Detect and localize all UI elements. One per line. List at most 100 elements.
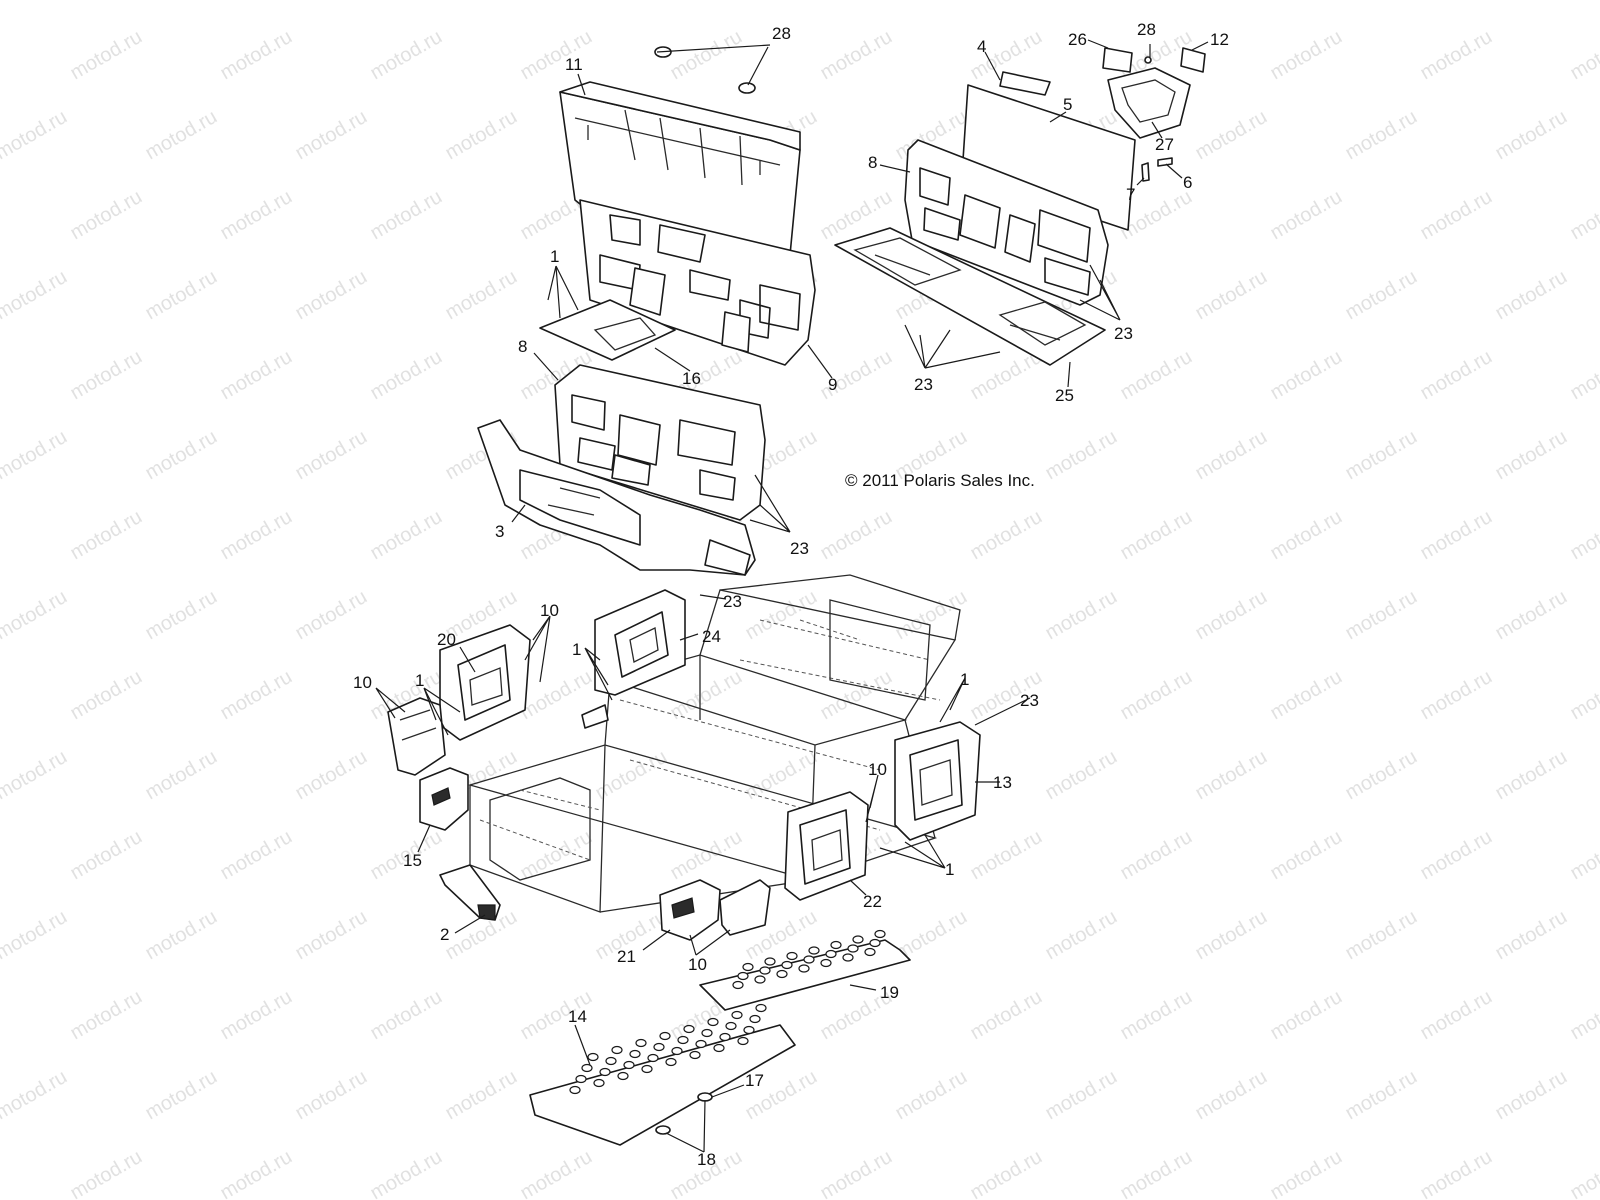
part-8-dash-lower (554, 364, 766, 521)
watermark-text: motod.ru (292, 906, 371, 965)
watermark-text: motod.ru (1267, 666, 1346, 725)
watermark-text: motod.ru (1567, 826, 1600, 885)
watermark-text: motod.ru (217, 826, 296, 885)
floor-hole (713, 1043, 725, 1053)
part-16-floor-plate (539, 299, 676, 361)
watermark-text: motod.ru (1267, 186, 1346, 245)
part-24-side-panel (581, 589, 686, 729)
watermark-text: motod.ru (1267, 26, 1346, 85)
watermark-text: motod.ru (1492, 426, 1571, 485)
watermark-text: motod.ru (817, 26, 896, 85)
callout-6: 6 (1183, 173, 1192, 192)
watermark-text: motod.ru (592, 0, 671, 4)
watermark-text: motod.ru (367, 986, 446, 1045)
callout-10: 10 (688, 955, 707, 974)
watermark-text: motod.ru (967, 1146, 1046, 1200)
callout-4: 4 (977, 37, 986, 56)
watermark-text: motod.ru (1192, 1066, 1271, 1125)
watermark-text: motod.ru (367, 26, 446, 85)
floor-hole (732, 980, 744, 990)
floor-hole (641, 1064, 653, 1074)
watermark-text: motod.ru (1192, 906, 1271, 965)
watermark-text: motod.ru (142, 426, 221, 485)
watermark-text: motod.ru (292, 746, 371, 805)
watermark-text: motod.ru (1042, 586, 1121, 645)
floor-hole (623, 1060, 635, 1070)
watermark-text: motod.ru (0, 266, 71, 325)
floor-hole (869, 938, 881, 948)
callout-8: 8 (868, 153, 877, 172)
watermark-text: motod.ru (1567, 186, 1600, 245)
watermark-text: motod.ru (217, 26, 296, 85)
floor-hole (737, 971, 749, 981)
floor-hole (665, 1057, 677, 1067)
callout-18: 18 (697, 1150, 716, 1169)
watermark-text: motod.ru (742, 0, 821, 4)
part-3-footwell-tub (477, 419, 756, 576)
part-19-floor-pan (699, 929, 911, 1011)
floor-hole (671, 1046, 683, 1056)
callout-23: 23 (914, 375, 933, 394)
watermark-text: motod.ru (1042, 1066, 1121, 1125)
floor-hole (754, 975, 766, 984)
watermark-text: motod.ru (1192, 586, 1271, 645)
watermark-text: motod.ru (667, 666, 746, 725)
watermark-text: motod.ru (67, 346, 146, 405)
watermark-text: motod.ru (1567, 26, 1600, 85)
watermark-text: motod.ru (1417, 506, 1496, 565)
floor-hole (581, 1063, 593, 1073)
watermark-text: motod.ru (367, 346, 446, 405)
floor-hole (569, 1085, 581, 1095)
watermark-text: motod.ru (442, 266, 521, 325)
watermark-text: motod.ru (142, 266, 221, 325)
part-21-bracket (659, 879, 771, 941)
watermark-text: motod.ru (1192, 106, 1271, 165)
watermark-text: motod.ru (142, 1066, 221, 1125)
watermark-text: motod.ru (292, 106, 371, 165)
watermark-text: motod.ru (967, 506, 1046, 565)
part-22-right-lower-panel (784, 791, 869, 901)
part-20-left-panel (439, 624, 531, 741)
callout-labels: 28 11 4 26 28 12 5 27 8 7 6 1 16 9 23 23… (353, 20, 1229, 1169)
watermark-text: motod.ru (0, 106, 71, 165)
watermark-text: motod.ru (292, 426, 371, 485)
watermark-text: motod.ru (1192, 746, 1271, 805)
watermark-text: motod.ru (1342, 266, 1421, 325)
watermark-text: motod.ru (517, 826, 596, 885)
callout-10: 10 (353, 673, 372, 692)
watermark-text: motod.ru (1042, 746, 1121, 805)
callout-9: 9 (828, 375, 837, 394)
part-10-left-bracket (387, 697, 446, 776)
callout-7: 7 (1126, 185, 1135, 204)
callout-24: 24 (702, 627, 721, 646)
watermark-text: motod.ru (517, 1146, 596, 1200)
watermark-text: motod.ru (0, 746, 71, 805)
watermark-text: motod.ru (67, 186, 146, 245)
watermark-text: motod.ru (1042, 906, 1121, 965)
watermark-text: motod.ru (667, 26, 746, 85)
watermark-text: motod.ru (1192, 0, 1271, 4)
callout-27: 27 (1155, 135, 1174, 154)
floor-hole (743, 1025, 755, 1035)
part-13-right-panel (894, 721, 981, 841)
floor-hole (808, 946, 820, 955)
watermark-text: motod.ru (1117, 506, 1196, 565)
floor-hole (629, 1049, 641, 1059)
watermark-text: motod.ru (0, 0, 71, 4)
floor-hole (647, 1053, 659, 1063)
floor-hole (737, 1036, 749, 1046)
watermark-text: motod.ru (1417, 186, 1496, 245)
part-9-dash-panel (579, 199, 816, 366)
watermark-text: motod.ru (217, 986, 296, 1045)
floor-hole (830, 940, 842, 950)
callout-1: 1 (415, 671, 424, 690)
watermark-text: motod.ru (1117, 666, 1196, 725)
watermark-text: motod.ru (367, 506, 446, 565)
watermark-text: motod.ru (1342, 0, 1421, 4)
callout-19: 19 (880, 983, 899, 1002)
callout-20: 20 (437, 630, 456, 649)
copyright-notice: © 2011 Polaris Sales Inc. (845, 471, 1035, 490)
callout-23: 23 (1114, 324, 1133, 343)
watermark-text: motod.ru (1417, 26, 1496, 85)
watermark-text: motod.ru (1492, 1066, 1571, 1125)
